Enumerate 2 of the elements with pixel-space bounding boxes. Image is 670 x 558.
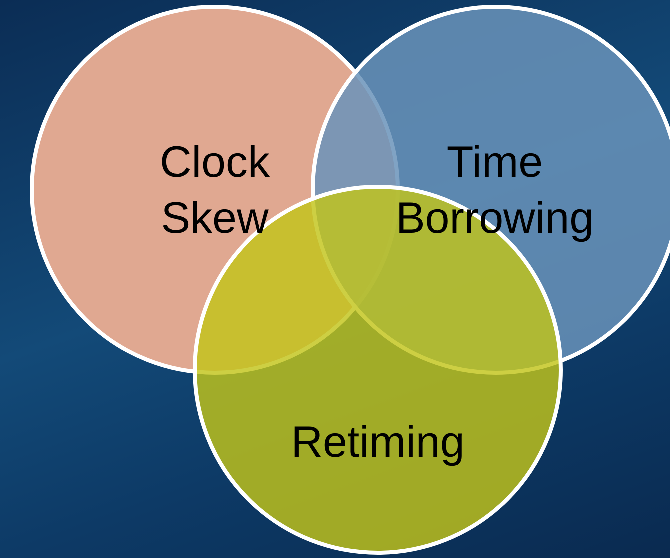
circle-label: Clock Skew (158, 137, 272, 245)
circle-label: Retiming (290, 417, 466, 469)
